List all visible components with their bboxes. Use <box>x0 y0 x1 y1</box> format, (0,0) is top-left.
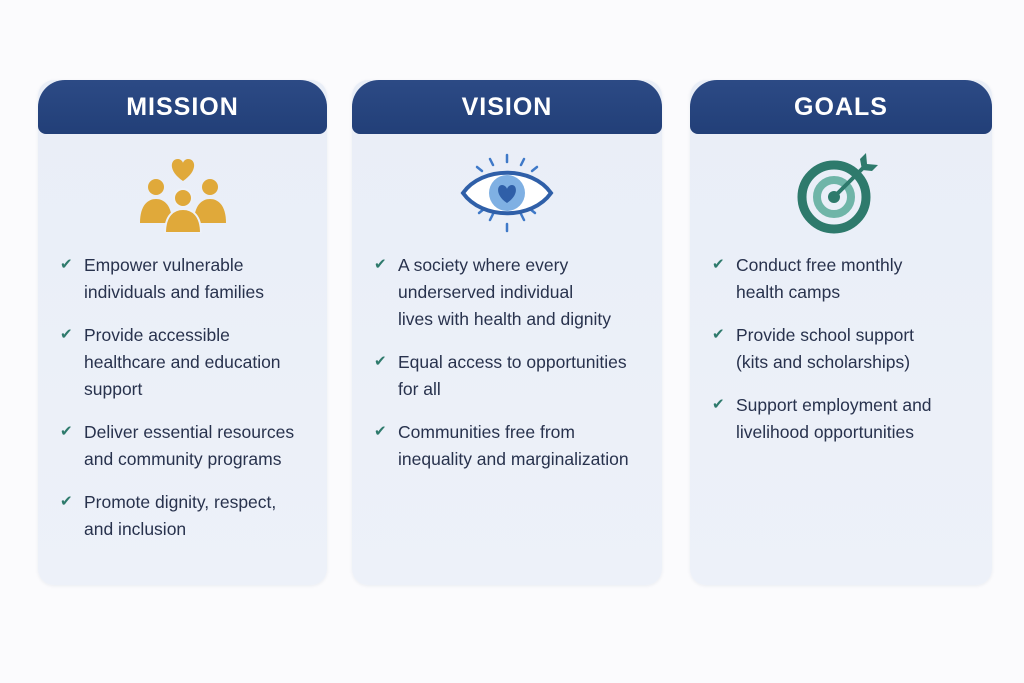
item-text-line: for all <box>398 379 441 399</box>
item-text-line: support <box>84 379 143 399</box>
vision-header: VISION <box>352 80 662 134</box>
item-text-line: livelihood opportunities <box>736 422 915 442</box>
target-arrow-icon <box>690 134 992 252</box>
item-text-line: Empower vulnerable <box>84 255 244 275</box>
list-item: ✔ Promote dignity, respect, and inclusion <box>60 489 327 543</box>
item-text: Communities free from inequality and marg… <box>398 419 629 473</box>
item-text-line: Deliver essential resources <box>84 422 295 442</box>
item-text-line: lives with health and dignity <box>398 309 612 329</box>
item-text-line: and community programs <box>84 449 282 469</box>
check-icon: ✔ <box>374 353 387 370</box>
list-item: ✔ Communities free from inequality and mar… <box>374 419 662 473</box>
eye-heart-icon <box>352 134 662 252</box>
check-icon: ✔ <box>712 326 725 343</box>
item-text: A society where every underserved individ… <box>398 252 611 333</box>
check-icon: ✔ <box>712 256 725 273</box>
people-heart-icon <box>38 134 327 252</box>
list-item: ✔ Empower vulnerable individuals and famil… <box>60 252 327 306</box>
item-text-line: A society where every <box>398 255 569 275</box>
item-text-line: (kits and scholarships) <box>736 352 911 372</box>
goals-list: ✔ Conduct free monthly health camps ✔ Provid… <box>690 252 992 446</box>
list-item: ✔ Equal access to opportunities for all <box>374 349 662 403</box>
item-text: Equal access to opportunities for all <box>398 349 627 403</box>
item-text: Provide accessible healthcare and educati… <box>84 322 281 403</box>
vision-card: VISION ✔ A society where every underserved… <box>352 80 662 585</box>
item-text-line: Promote dignity, respect, <box>84 492 277 512</box>
check-icon: ✔ <box>60 493 73 510</box>
check-icon: ✔ <box>712 396 725 413</box>
mission-list: ✔ Empower vulnerable individuals and famil… <box>38 252 327 543</box>
list-item: ✔ Conduct free monthly health camps <box>712 252 992 306</box>
check-icon: ✔ <box>374 256 387 273</box>
item-text: Provide school support (kits and scholars… <box>736 322 914 376</box>
vision-list: ✔ A society where every underserved indivi… <box>352 252 662 473</box>
item-text-line: Communities free from <box>398 422 575 442</box>
check-icon: ✔ <box>60 326 73 343</box>
check-icon: ✔ <box>60 423 73 440</box>
item-text-line: Provide school support <box>736 325 915 345</box>
item-text: Empower vulnerable individuals and famili… <box>84 252 264 306</box>
check-icon: ✔ <box>60 256 73 273</box>
check-icon: ✔ <box>374 423 387 440</box>
mission-card: MISSION ✔ Empower vulnerable individuals a… <box>38 80 327 585</box>
list-item: ✔ A society where every underserved indivi… <box>374 252 662 333</box>
item-text: Promote dignity, respect, and inclusion <box>84 489 276 543</box>
item-text: Deliver essential resources and community… <box>84 419 294 473</box>
item-text-line: inequality and marginalization <box>398 449 629 469</box>
item-text: Support employment and livelihood opportu… <box>736 392 932 446</box>
item-text-line: Support employment and <box>736 395 932 415</box>
item-text-line: Equal access to opportunities <box>398 352 627 372</box>
item-text-line: healthcare and education <box>84 352 281 372</box>
list-item: ✔ Support employment and livelihood opport… <box>712 392 992 446</box>
item-text-line: health camps <box>736 282 841 302</box>
mission-header: MISSION <box>38 80 327 134</box>
goals-header: GOALS <box>690 80 992 134</box>
item-text-line: Conduct free monthly <box>736 255 903 275</box>
item-text-line: underserved individual <box>398 282 574 302</box>
item-text-line: individuals and families <box>84 282 264 302</box>
item-text: Conduct free monthly health camps <box>736 252 902 306</box>
list-item: ✔ Provide school support (kits and scholar… <box>712 322 992 376</box>
list-item: ✔ Provide accessible healthcare and educat… <box>60 322 327 403</box>
list-item: ✔ Deliver essential resources and communit… <box>60 419 327 473</box>
item-text-line: and inclusion <box>84 519 187 539</box>
item-text-line: Provide accessible <box>84 325 230 345</box>
